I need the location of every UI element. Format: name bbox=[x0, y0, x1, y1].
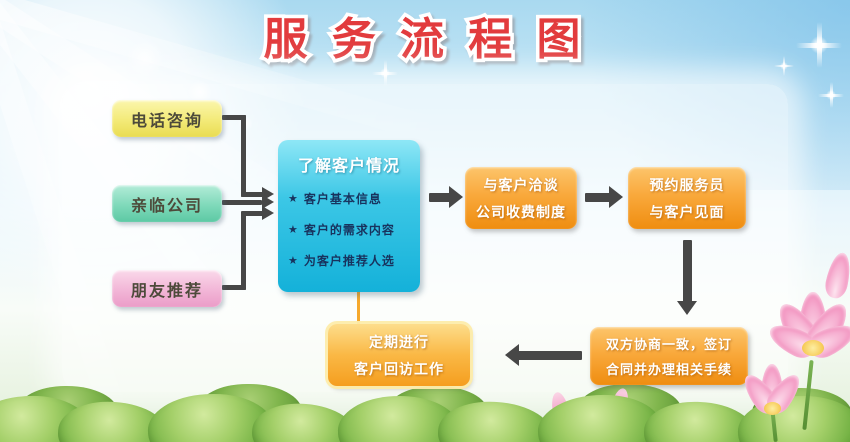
lotus-flower-center bbox=[802, 340, 824, 356]
understand-item-label: 客户基本信息 bbox=[303, 192, 382, 206]
node-phone-label: 电话咨询 bbox=[130, 112, 203, 130]
arrow-visit-to-understand bbox=[222, 200, 262, 205]
arrowhead-icon bbox=[262, 195, 274, 209]
sparkle-icon bbox=[774, 56, 794, 76]
contract-line2: 合同并办理相关手续 bbox=[605, 362, 732, 377]
arrowhead-icon bbox=[505, 344, 519, 366]
understand-title: 了解客户情况 bbox=[297, 158, 400, 175]
contract-line1: 双方协商一致，签订 bbox=[605, 337, 732, 352]
arrowhead-icon bbox=[677, 301, 697, 315]
arrowhead-icon bbox=[609, 186, 623, 208]
appointment-line1: 预约服务员 bbox=[649, 176, 725, 193]
sparkle-icon bbox=[372, 60, 398, 86]
arrowhead-icon bbox=[262, 206, 274, 220]
connector-understand-to-followup bbox=[357, 292, 360, 324]
understand-item: ★ 客户基本信息 bbox=[288, 190, 420, 207]
arrow-phone-to-understand bbox=[222, 115, 246, 120]
node-negotiate-fees: 与客户洽谈 公司收费制度 bbox=[465, 167, 577, 229]
node-visit-company: 亲临公司 bbox=[112, 185, 222, 222]
negotiate-line2: 公司收费制度 bbox=[476, 203, 566, 220]
star-bullet-icon: ★ bbox=[288, 224, 299, 236]
arrow-friend-to-understand bbox=[241, 213, 246, 290]
arrow-understand-to-negotiate bbox=[429, 193, 450, 202]
lotus-bud bbox=[820, 250, 850, 304]
appointment-line2: 与客户见面 bbox=[649, 203, 725, 220]
arrow-friend-to-understand bbox=[222, 285, 246, 290]
arrow-contract-to-followup bbox=[518, 351, 582, 360]
understand-item: ★ 为客户推荐人选 bbox=[288, 252, 420, 269]
title-banner: 服 务 流 程 图 bbox=[260, 12, 587, 68]
node-sign-contract: 双方协商一致，签订 合同并办理相关手续 bbox=[590, 327, 748, 385]
understand-item: ★ 客户的需求内容 bbox=[288, 221, 420, 238]
node-appointment-meet: 预约服务员 与客户见面 bbox=[628, 167, 746, 229]
understand-item-label: 为客户推荐人选 bbox=[303, 254, 395, 268]
node-phone-consult: 电话咨询 bbox=[112, 100, 222, 137]
arrow-friend-to-understand bbox=[241, 211, 263, 216]
arrow-phone-to-understand bbox=[241, 115, 246, 197]
arrow-phone-to-understand bbox=[241, 192, 263, 197]
node-friend-referral: 朋友推荐 bbox=[112, 270, 222, 307]
followup-line1: 定期进行 bbox=[369, 333, 429, 350]
lens-flare bbox=[126, 40, 164, 78]
understand-item-label: 客户的需求内容 bbox=[303, 223, 395, 237]
node-visit-label: 亲临公司 bbox=[130, 197, 203, 215]
node-understand-customer: 了解客户情况 ★ 客户基本信息 ★ 客户的需求内容 ★ 为客户推荐人选 bbox=[278, 140, 420, 292]
negotiate-line1: 与客户洽谈 bbox=[483, 176, 559, 193]
node-friend-label: 朋友推荐 bbox=[130, 282, 203, 300]
star-bullet-icon: ★ bbox=[288, 255, 299, 267]
node-followup-visits: 定期进行 客户回访工作 bbox=[328, 324, 470, 386]
star-bullet-icon: ★ bbox=[288, 193, 299, 205]
lotus-petal bbox=[822, 250, 850, 301]
arrowhead-icon bbox=[449, 186, 463, 208]
sparkle-icon bbox=[818, 82, 844, 108]
lotus-flower bbox=[736, 362, 808, 442]
page-title: 服 务 流 程 图 bbox=[264, 15, 587, 64]
lotus-flower bbox=[764, 288, 850, 398]
arrow-negotiate-to-appointment bbox=[585, 193, 610, 202]
followup-line2: 客户回访工作 bbox=[354, 360, 444, 377]
lotus-flower-center bbox=[764, 402, 781, 415]
arrow-appointment-to-contract bbox=[683, 240, 692, 302]
sparkle-icon bbox=[796, 22, 842, 68]
